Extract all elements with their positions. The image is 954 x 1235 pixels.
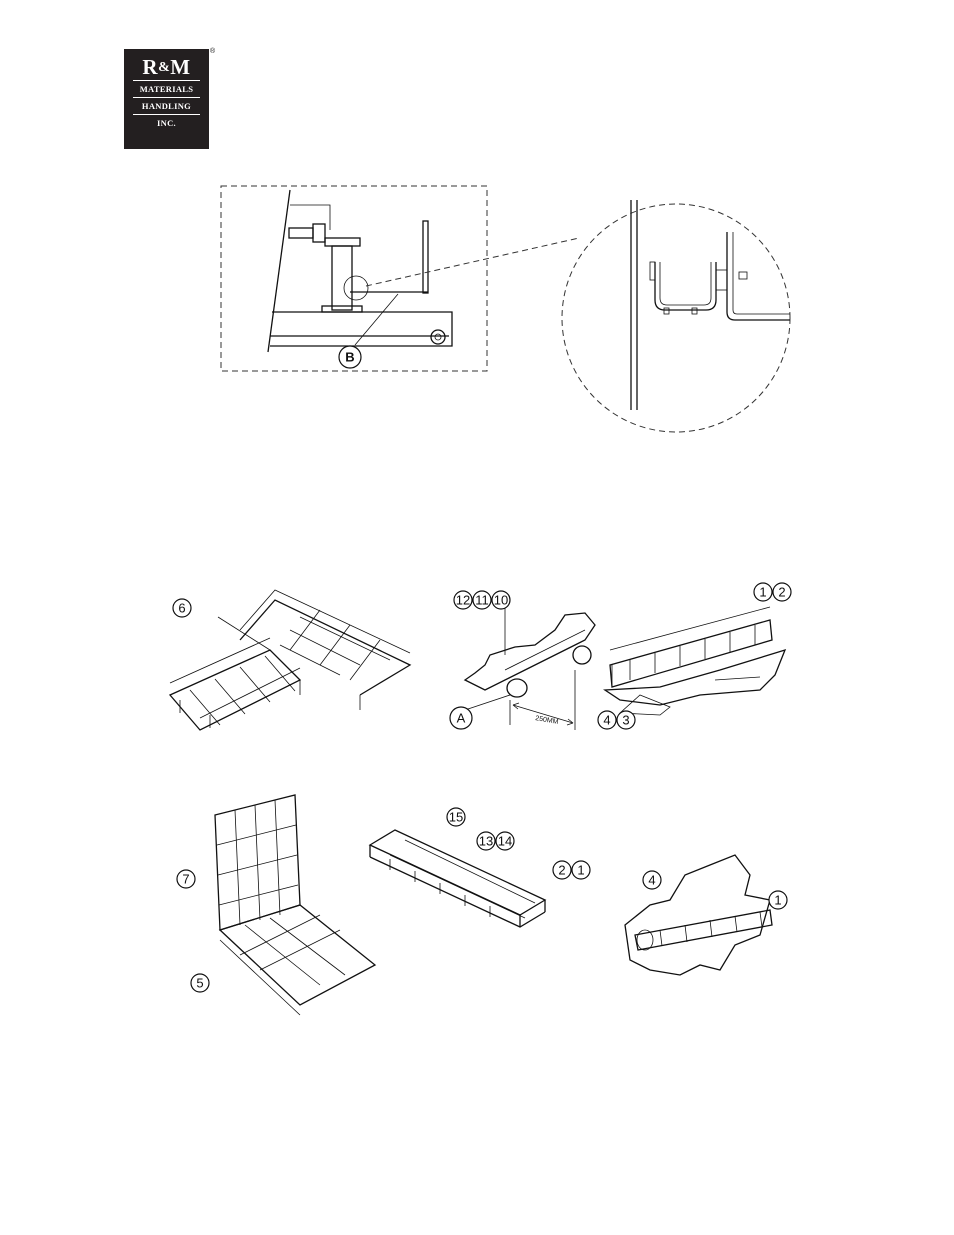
svg-text:5: 5 [196, 976, 203, 991]
svg-text:6: 6 [178, 601, 185, 616]
callouts-1-2-top: 1 2 [753, 582, 792, 602]
logo-wordmark: R&M [142, 55, 191, 79]
callout-4: 4 [642, 870, 662, 890]
svg-text:1: 1 [774, 893, 781, 908]
callout-1: 1 [768, 890, 788, 910]
callouts-12-11-10: 12 11 10 [453, 590, 511, 610]
registered-mark: ® [210, 48, 216, 55]
logo-line-materials: MATERIALS [133, 80, 200, 97]
magnify-leader [365, 237, 580, 287]
callouts-4-3-bottom: 4 3 [597, 710, 636, 730]
fig-hanger: 250MM [463, 605, 596, 730]
company-logo: R&M MATERIALS HANDLING INC. [124, 49, 209, 149]
svg-text:4: 4 [603, 713, 610, 728]
logo-line-inc: INC. [133, 114, 200, 131]
svg-text:4: 4 [648, 873, 655, 888]
svg-text:2: 2 [558, 863, 565, 878]
svg-text:3: 3 [622, 713, 629, 728]
magnified-view [561, 203, 791, 433]
detail-frame [220, 185, 488, 372]
svg-text:1: 1 [577, 863, 584, 878]
svg-text:B: B [345, 350, 354, 365]
svg-text:13: 13 [479, 834, 493, 849]
callout-6: 6 [172, 598, 192, 618]
fig-covered-tray [368, 829, 547, 928]
callout-15: 15 [446, 807, 466, 827]
svg-text:7: 7 [182, 872, 189, 887]
callout-7: 7 [176, 869, 196, 889]
svg-text:10: 10 [494, 593, 508, 608]
gear-icon [430, 329, 446, 345]
svg-text:14: 14 [498, 834, 512, 849]
callouts-13-14: 13 14 [476, 831, 515, 851]
logo-line-handling: HANDLING [133, 97, 200, 114]
svg-text:A: A [457, 711, 466, 726]
svg-text:1: 1 [759, 585, 766, 600]
fig-corner-tray [168, 589, 412, 731]
detail-zoom-circle [343, 275, 369, 301]
marker-a: A [449, 706, 473, 730]
svg-text:2: 2 [778, 585, 785, 600]
fig-tray-end [603, 606, 787, 716]
callouts-2-1: 2 1 [552, 860, 591, 880]
svg-text:15: 15 [449, 810, 463, 825]
marker-b: B [338, 345, 362, 369]
dimension-label: 250MM [535, 715, 559, 726]
svg-text:11: 11 [475, 593, 489, 608]
fig-vertical-tray [214, 794, 377, 1016]
callout-5: 5 [190, 973, 210, 993]
svg-text:12: 12 [456, 593, 470, 608]
